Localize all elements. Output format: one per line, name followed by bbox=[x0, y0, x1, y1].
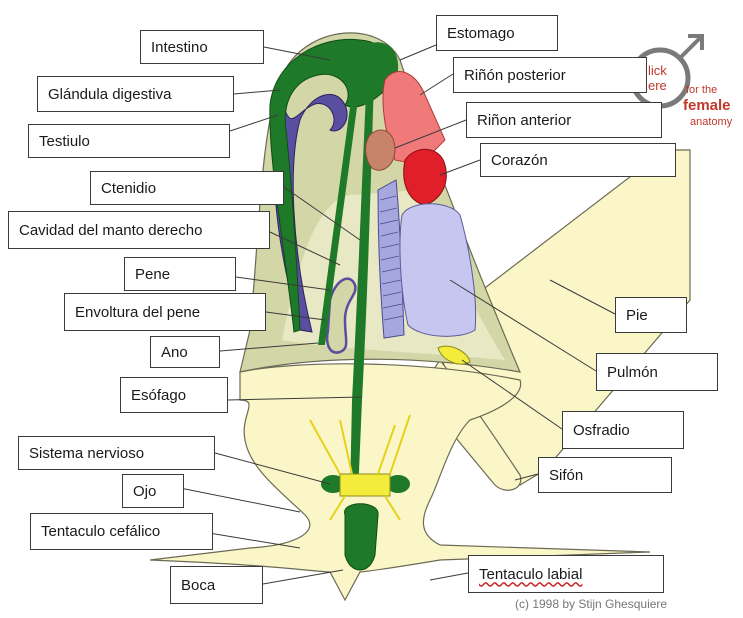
label-boca: Boca bbox=[170, 566, 263, 604]
label-ano: Ano bbox=[150, 336, 220, 368]
label-testiulo: Testiulo bbox=[28, 124, 230, 158]
label-esofago: Esófago bbox=[120, 377, 228, 413]
logo-line2[interactable]: ere bbox=[648, 78, 667, 93]
label-pulmon: Pulmón bbox=[596, 353, 718, 391]
label-tentaculo-cefalico: Tentaculo cefálico bbox=[30, 513, 213, 550]
logo-anatomy: anatomy bbox=[690, 116, 732, 128]
logo-female: female bbox=[683, 97, 731, 114]
label-envoltura-del-pene: Envoltura del pene bbox=[64, 293, 266, 331]
label-ojo: Ojo bbox=[122, 474, 184, 508]
label-glandula-digestiva: Glándula digestiva bbox=[37, 76, 234, 112]
logo-for: for the bbox=[686, 84, 717, 96]
label-sifon: Sifón bbox=[538, 457, 672, 493]
label-estomago: Estomago bbox=[436, 15, 558, 51]
logo-line1[interactable]: lick bbox=[648, 63, 667, 78]
label-pie: Pie bbox=[615, 297, 687, 333]
label-pene: Pene bbox=[124, 257, 236, 291]
label-tentaculo-labial: Tentaculo labial bbox=[468, 555, 664, 593]
label-intestino: Intestino bbox=[140, 30, 264, 64]
buccal-mass bbox=[345, 504, 379, 570]
label-osfradio: Osfradio bbox=[562, 411, 684, 449]
label-ctenidio: Ctenidio bbox=[90, 171, 284, 205]
label-rinon-anterior: Riñon anterior bbox=[466, 102, 662, 138]
label-corazon: Corazón bbox=[480, 143, 676, 177]
label-cavidad-del-manto: Cavidad del manto derecho bbox=[8, 211, 270, 249]
label-rinon-posterior: Riñón posterior bbox=[453, 57, 647, 93]
anterior-kidney bbox=[366, 130, 395, 170]
lung bbox=[400, 204, 476, 337]
copyright-text: (c) 1998 by Stijn Ghesquiere bbox=[515, 597, 667, 611]
label-sistema-nervioso: Sistema nervioso bbox=[18, 436, 215, 470]
